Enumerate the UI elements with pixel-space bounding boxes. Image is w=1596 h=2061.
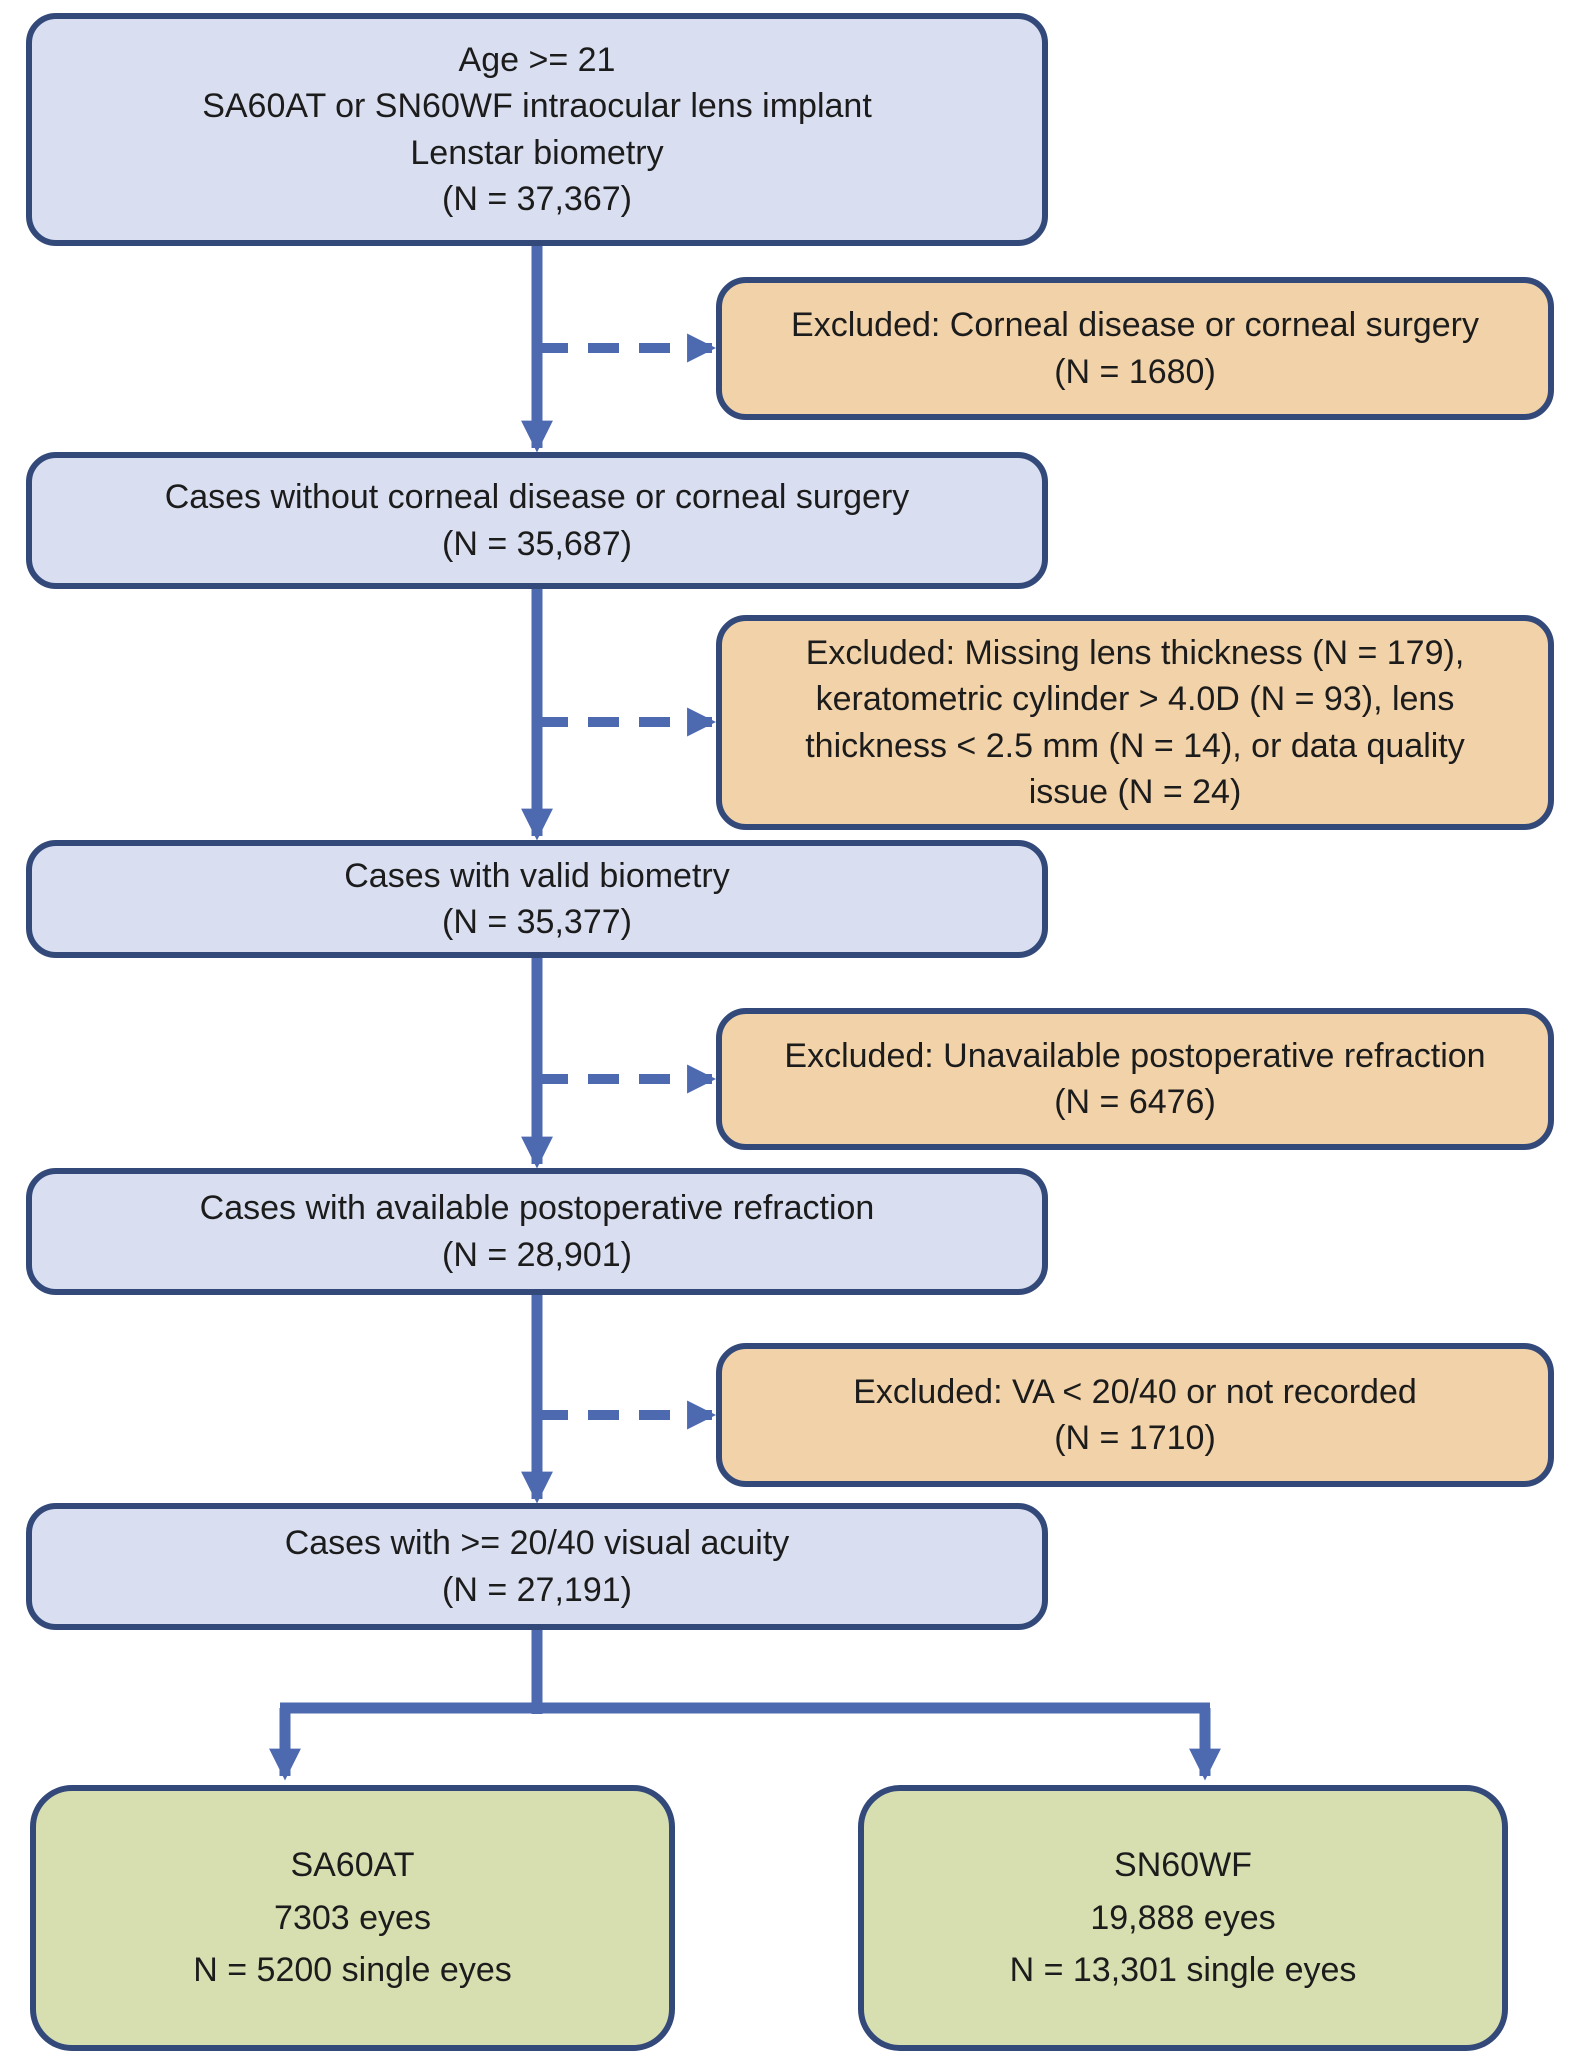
box-outcome-sa60at: SA60AT 7303 eyes N = 5200 single eyes (30, 1785, 675, 2051)
box-text-line: (N = 1710) (1054, 1419, 1216, 1457)
box-text-line: Excluded: VA < 20/40 or not recorded (853, 1372, 1417, 1411)
box-text-line: N = 13,301 single eyes (1009, 1951, 1357, 1990)
box-text-line: SN60WF (1114, 1845, 1252, 1884)
box-excluded-corneal: Excluded: Corneal disease or corneal sur… (716, 277, 1554, 420)
box-visual-acuity: Cases with >= 20/40 visual acuity (N = 2… (26, 1503, 1048, 1630)
box-excluded-low-va: Excluded: VA < 20/40 or not recorded (N … (716, 1343, 1554, 1487)
box-text-line: Excluded: Missing lens thickness (N = 17… (805, 634, 1465, 673)
box-text-line: Lenstar biometry (410, 133, 664, 172)
box-text-line: SA60AT (290, 1845, 415, 1884)
box-text-line: Cases with >= 20/40 visual acuity (284, 1524, 790, 1563)
box-initial-cohort: Age >= 21 SA60AT or SN60WF intraocular l… (26, 13, 1048, 246)
box-text-line: (N = 37,367) (442, 179, 632, 218)
box-excluded-biometry-quality: Excluded: Missing lens thickness (N = 17… (716, 615, 1554, 830)
box-text-line: 7303 eyes (274, 1898, 431, 1937)
box-text-line: Excluded: Unavailable postoperative refr… (784, 1036, 1486, 1075)
box-text-line: (N = 28,901) (442, 1235, 632, 1274)
box-text-line: (N = 35,377) (442, 903, 632, 941)
box-outcome-sn60wf: SN60WF 19,888 eyes N = 13,301 single eye… (858, 1785, 1508, 2051)
box-text-line: (N = 6476) (1054, 1083, 1216, 1121)
box-valid-biometry: Cases with valid biometry (N = 35,377) (26, 840, 1048, 958)
box-text-line: N = 5200 single eyes (193, 1951, 512, 1990)
box-postop-refraction: Cases with available postoperative refra… (26, 1168, 1048, 1295)
box-text-line: (N = 1680) (1054, 352, 1216, 391)
box-text-line: Excluded: Corneal disease or corneal sur… (791, 306, 1479, 345)
box-text-line: (N = 35,687) (442, 524, 632, 563)
box-text-line: thickness < 2.5 mm (N = 14), or data qua… (805, 726, 1465, 765)
box-text-line: Age >= 21 (458, 41, 616, 80)
box-text-line: issue (N = 24) (1028, 772, 1242, 811)
box-text-line: SA60AT or SN60WF intraocular lens implan… (202, 87, 872, 126)
box-excluded-no-refraction: Excluded: Unavailable postoperative refr… (716, 1008, 1554, 1150)
box-text-line: 19,888 eyes (1090, 1898, 1276, 1937)
box-text-line: keratometric cylinder > 4.0D (N = 93), l… (815, 680, 1455, 719)
box-text-line: Cases with valid biometry (344, 856, 730, 895)
box-text-line: Cases without corneal disease or corneal… (164, 478, 910, 517)
box-text-line: (N = 27,191) (442, 1570, 632, 1609)
box-text-line: Cases with available postoperative refra… (199, 1189, 875, 1228)
box-no-corneal-disease: Cases without corneal disease or corneal… (26, 452, 1048, 589)
